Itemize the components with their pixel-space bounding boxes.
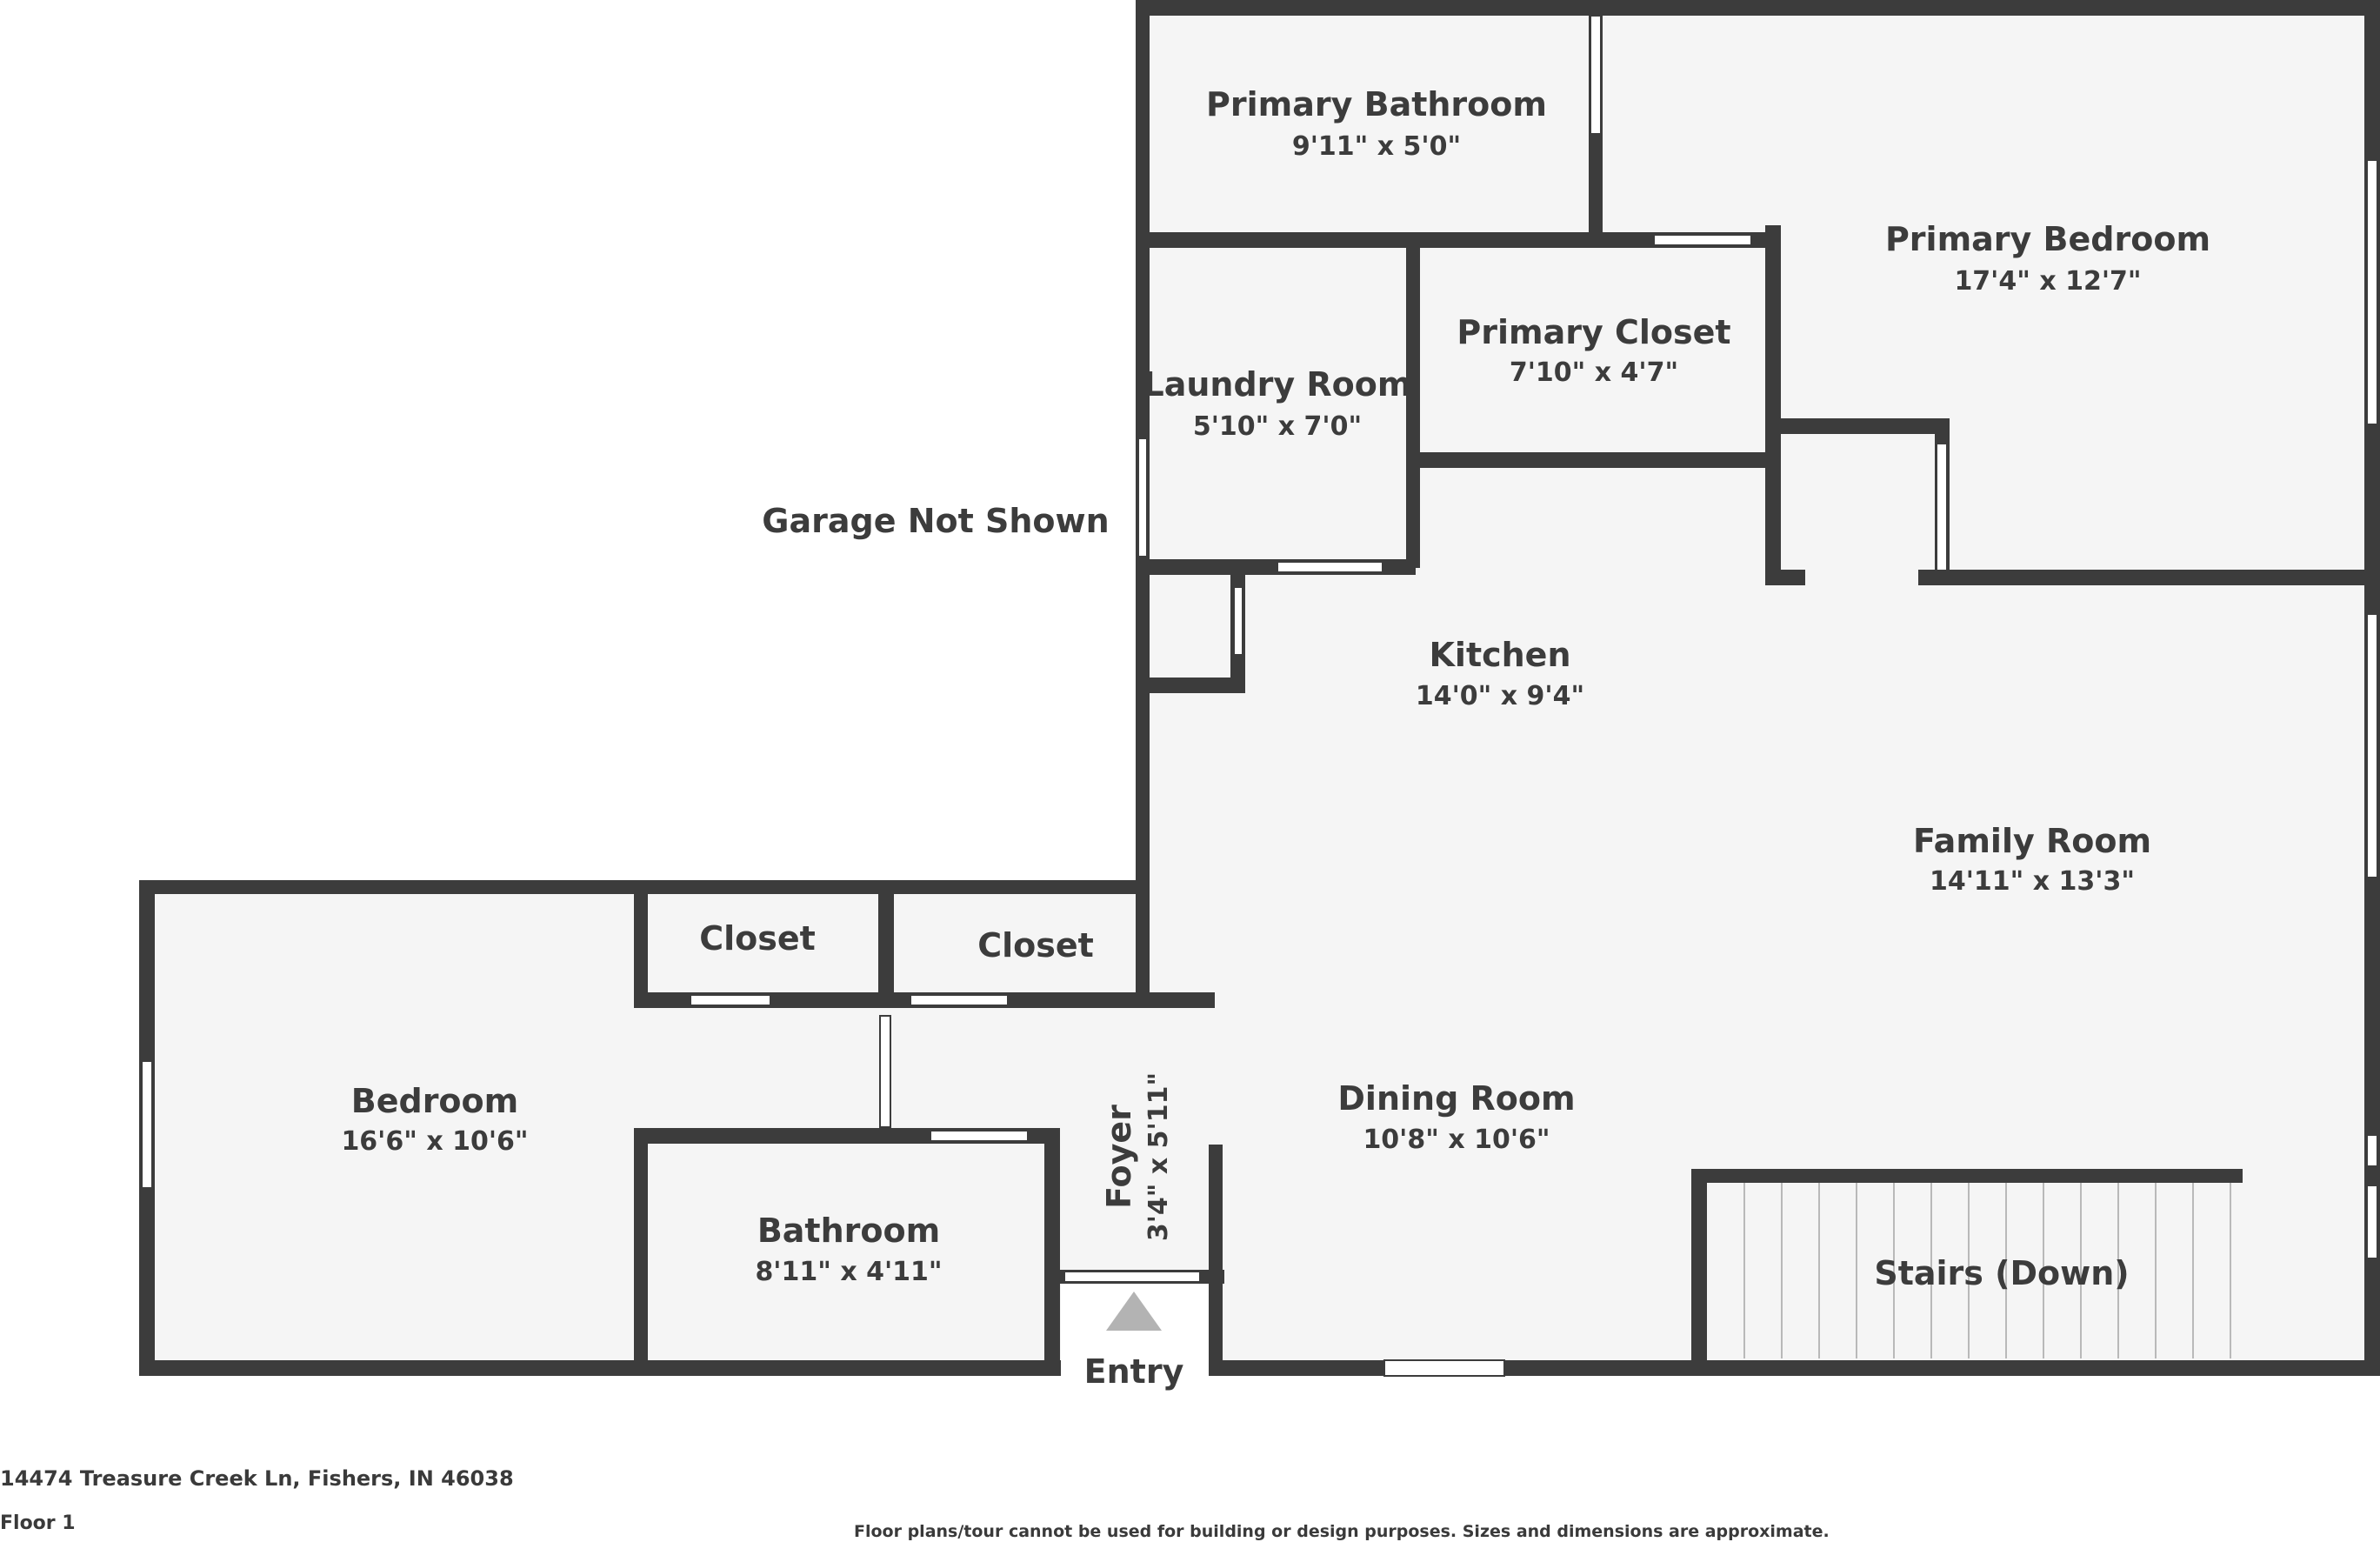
room-primary-bathroom-dims: 9'11" x 5'0" xyxy=(1292,131,1461,162)
room-bedroom-dims: 16'6" x 10'6" xyxy=(341,1126,528,1157)
room-bathroom-name: Bathroom xyxy=(757,1212,940,1250)
windows xyxy=(141,15,2378,1377)
room-bedroom-name: Bedroom xyxy=(351,1082,519,1120)
room-kitchen-name: Kitchen xyxy=(1429,636,1570,674)
room-closet-1-name: Closet xyxy=(699,919,816,958)
room-closet-2-name: Closet xyxy=(977,926,1094,965)
room-primary-bedroom-name: Primary Bedroom xyxy=(1885,220,2210,258)
entry-arrow-icon xyxy=(1106,1292,1162,1331)
room-primary-bathroom-name: Primary Bathroom xyxy=(1206,85,1547,123)
foyer-label: Foyer 3'4" x 5'11" xyxy=(1100,1072,1174,1241)
room-stairs-name: Stairs (Down) xyxy=(1874,1254,2129,1292)
garage-note: Garage Not Shown xyxy=(762,502,1109,540)
walls xyxy=(139,0,2380,1376)
room-primary-bedroom-dims: 17'4" x 12'7" xyxy=(1954,266,2141,297)
room-kitchen-dims: 14'0" x 9'4" xyxy=(1416,681,1584,711)
disclaimer: Floor plans/tour cannot be used for buil… xyxy=(854,1522,1830,1541)
room-laundry-dims: 5'10" x 7'0" xyxy=(1193,411,1362,442)
room-dining-name: Dining Room xyxy=(1337,1079,1575,1118)
entry-label: Entry xyxy=(1084,1352,1184,1391)
room-dining-dims: 10'8" x 10'6" xyxy=(1363,1125,1550,1155)
floor-label: Floor 1 xyxy=(0,1512,76,1534)
stairs-treads xyxy=(1743,1183,2231,1358)
room-family-name: Family Room xyxy=(1913,822,2151,860)
room-primary-closet-name: Primary Closet xyxy=(1457,313,1730,351)
room-primary-closet-dims: 7'10" x 4'7" xyxy=(1510,357,1678,388)
room-bathroom-dims: 8'11" x 4'11" xyxy=(755,1257,942,1287)
room-foyer-name: Foyer xyxy=(1100,1105,1138,1209)
room-laundry-name: Laundry Room xyxy=(1143,365,1412,404)
room-foyer-dims: 3'4" x 5'11" xyxy=(1143,1072,1174,1241)
room-family-dims: 14'11" x 13'3" xyxy=(1930,866,2135,897)
property-address: 14474 Treasure Creek Ln, Fishers, IN 460… xyxy=(0,1466,514,1491)
